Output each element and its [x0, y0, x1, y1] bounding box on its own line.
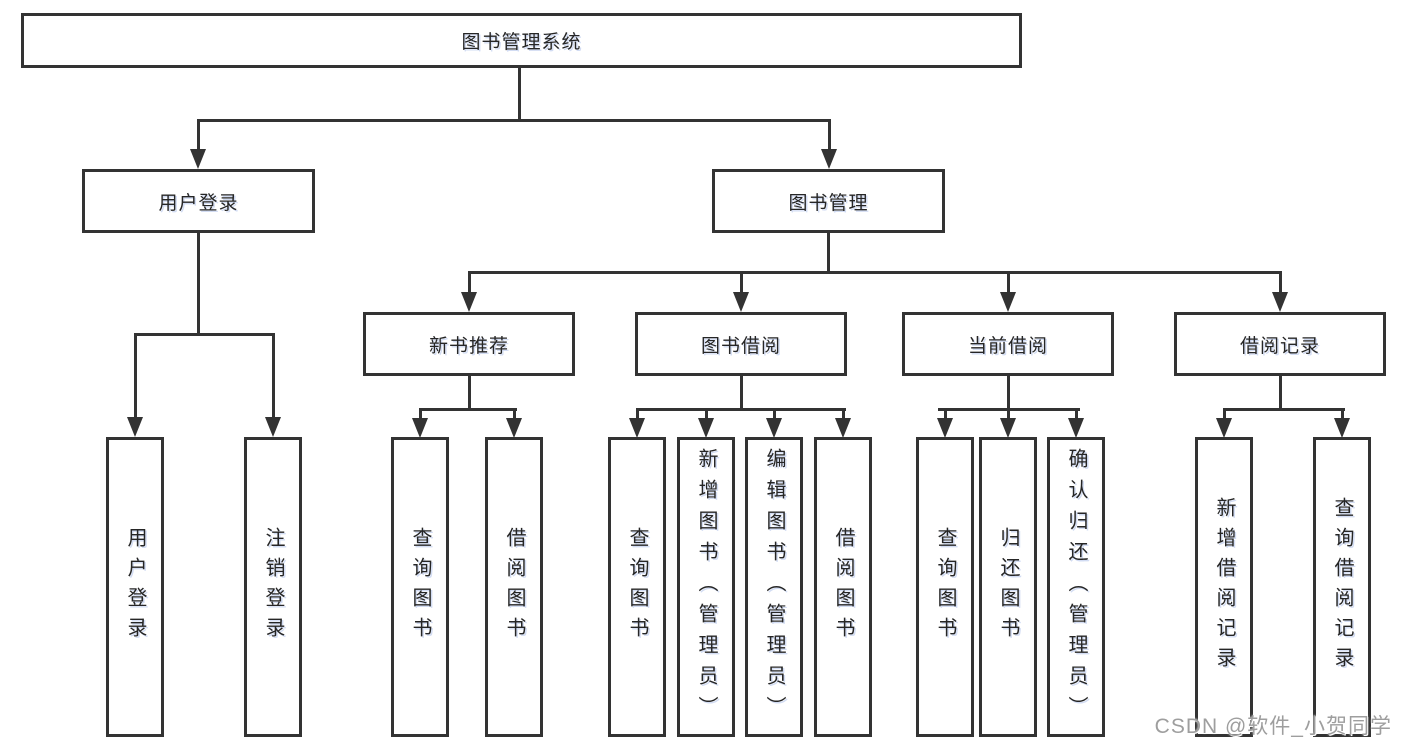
node-library-management-system: 图书管理系统 — [21, 13, 1022, 68]
connector-line — [197, 119, 831, 122]
arrowhead-icon — [1068, 418, 1084, 438]
arrowhead-icon — [733, 292, 749, 312]
connector-line — [1007, 408, 1010, 420]
arrowhead-icon — [1272, 292, 1288, 312]
leaf-borrow-books: 借阅图书 — [814, 437, 872, 737]
connector-line — [468, 271, 1282, 274]
leaf-user-login: 用户登录 — [106, 437, 164, 737]
node-borrowing-records: 借阅记录 — [1174, 312, 1386, 376]
arrowhead-icon — [1000, 292, 1016, 312]
node-user-login: 用户登录 — [82, 169, 315, 233]
node-label: 图书管理 — [788, 192, 869, 214]
connector-line — [134, 333, 275, 336]
connector-line — [773, 408, 776, 420]
connector-line — [944, 408, 947, 420]
leaf-query-borrow-record: 查询借阅记录 — [1313, 437, 1371, 737]
leaf-query-books-recommend: 查询图书 — [391, 437, 449, 737]
arrowhead-icon — [821, 149, 837, 169]
leaf-label: 注销登录 — [262, 527, 284, 647]
arrowhead-icon — [937, 418, 953, 438]
connector-line — [518, 66, 521, 121]
leaf-label: 借阅图书 — [832, 527, 854, 647]
node-label: 图书管理系统 — [461, 32, 582, 53]
connector-line — [419, 408, 422, 420]
leaf-label: 查询借阅记录 — [1331, 497, 1353, 677]
connector-line — [705, 408, 708, 420]
connector-line — [468, 374, 471, 411]
leaf-label: 查询图书 — [626, 527, 648, 647]
connector-line — [842, 408, 845, 420]
connector-line — [1007, 374, 1010, 411]
node-label: 新书推荐 — [428, 335, 509, 357]
connector-line — [513, 408, 516, 420]
connector-line — [1007, 271, 1010, 294]
connector-line — [134, 333, 137, 419]
arrowhead-icon — [127, 417, 143, 437]
arrowhead-icon — [1000, 418, 1016, 438]
connector-line — [827, 230, 830, 274]
connector-line — [1075, 408, 1078, 420]
leaf-label: 新增图书（管理员） — [695, 447, 717, 727]
connector-line — [1341, 408, 1344, 420]
node-current-borrowing: 当前借阅 — [902, 312, 1114, 376]
connector-line — [1223, 408, 1345, 411]
leaf-label: 新增借阅记录 — [1213, 497, 1235, 677]
connector-line — [197, 230, 200, 336]
leaf-label: 用户登录 — [124, 527, 146, 647]
arrowhead-icon — [506, 418, 522, 438]
arrowhead-icon — [461, 292, 477, 312]
connector-line — [636, 408, 639, 420]
leaf-query-books-current: 查询图书 — [916, 437, 974, 737]
leaf-label: 借阅图书 — [503, 527, 525, 647]
connector-line — [468, 271, 471, 294]
leaf-label: 编辑图书（管理员） — [763, 447, 785, 727]
leaf-query-books-borrowing: 查询图书 — [608, 437, 666, 737]
connector-line — [1279, 374, 1282, 411]
arrowhead-icon — [412, 418, 428, 438]
arrowhead-icon — [835, 418, 851, 438]
connector-line — [1279, 271, 1282, 294]
leaf-label: 归还图书 — [997, 527, 1019, 647]
leaf-edit-book-admin: 编辑图书（管理员） — [745, 437, 803, 737]
connector-line — [828, 119, 831, 151]
leaf-logout-login: 注销登录 — [244, 437, 302, 737]
connector-line — [636, 408, 846, 411]
connector-line — [419, 408, 517, 411]
node-label: 用户登录 — [158, 192, 239, 214]
leaf-label: 确认归还（管理员） — [1065, 447, 1087, 727]
node-label: 借阅记录 — [1239, 335, 1320, 357]
connector-line — [740, 271, 743, 294]
arrowhead-icon — [265, 417, 281, 437]
node-book-borrowing: 图书借阅 — [635, 312, 847, 376]
arrowhead-icon — [190, 149, 206, 169]
node-book-management: 图书管理 — [712, 169, 945, 233]
leaf-return-books: 归还图书 — [979, 437, 1037, 737]
leaf-label: 查询图书 — [409, 527, 431, 647]
arrowhead-icon — [1216, 418, 1232, 438]
csdn-watermark: CSDN @软件_小贺同学 — [1154, 715, 1392, 738]
connector-line — [197, 119, 200, 151]
arrowhead-icon — [766, 418, 782, 438]
leaf-label: 查询图书 — [934, 527, 956, 647]
leaf-add-book-admin: 新增图书（管理员） — [677, 437, 735, 737]
leaf-confirm-return-admin: 确认归还（管理员） — [1047, 437, 1105, 737]
arrowhead-icon — [1334, 418, 1350, 438]
node-label: 图书借阅 — [700, 335, 781, 357]
node-label: 当前借阅 — [967, 335, 1048, 357]
connector-line — [740, 374, 743, 411]
leaf-borrow-books-recommend: 借阅图书 — [485, 437, 543, 737]
connector-line — [1223, 408, 1226, 420]
connector-line — [272, 333, 275, 419]
node-new-book-recommendation: 新书推荐 — [363, 312, 575, 376]
leaf-add-borrow-record: 新增借阅记录 — [1195, 437, 1253, 737]
arrowhead-icon — [629, 418, 645, 438]
arrowhead-icon — [698, 418, 714, 438]
